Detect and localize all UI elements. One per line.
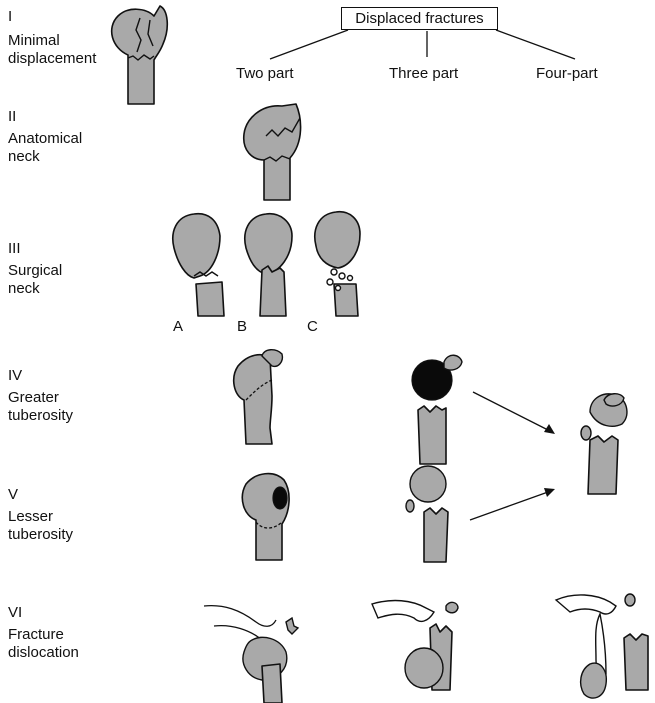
fracture-dislocation-two-part	[204, 606, 298, 703]
humerus-greater-tuberosity-three-part	[412, 355, 462, 464]
header-connectors	[270, 30, 575, 59]
fracture-dislocation-three-part	[372, 601, 458, 690]
humerus-surgical-neck-b	[245, 214, 292, 316]
humerus-greater-tuberosity-two-part	[234, 350, 283, 444]
humerus-surgical-neck-c	[315, 212, 360, 316]
humerus-minimal-displacement	[112, 6, 168, 104]
humerus-four-part	[581, 394, 627, 494]
humerus-lesser-tuberosity-three-part	[406, 466, 448, 562]
humerus-lesser-tuberosity-two-part	[242, 474, 289, 560]
humerus-surgical-neck-a	[173, 214, 224, 316]
humerus-anatomical-neck	[244, 104, 301, 200]
fracture-dislocation-four-part	[556, 594, 648, 698]
arrows-to-four-part	[470, 392, 555, 520]
